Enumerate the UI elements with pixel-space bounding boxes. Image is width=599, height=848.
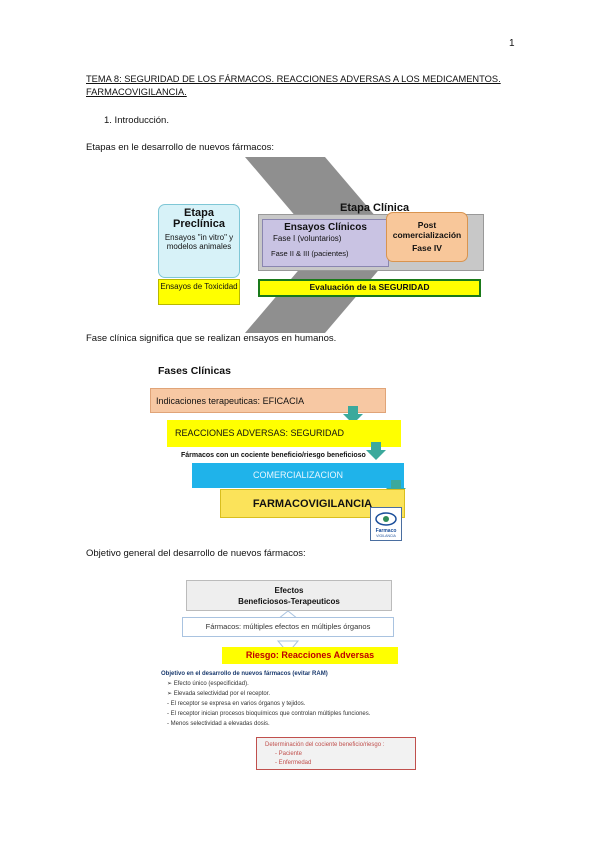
logo-text: Farmaco: [375, 528, 397, 534]
list-item: - El receptor se expresa en varios órgan…: [167, 701, 306, 707]
diagram-fases-clinicas: Fases Clínicas Indicaciones terapeuticas…: [146, 362, 416, 542]
objetivo-list: Objetivo en el desarrollo de nuevos fárm…: [161, 669, 370, 729]
list-item: - Enfermedad: [275, 760, 312, 766]
diagram-etapas: Etapa Clínica Ensayos Clínicos Fase I (v…: [150, 157, 490, 333]
paragraph-objetivo: Objetivo general del desarrollo de nuevo…: [86, 548, 306, 559]
post-comercializacion-box: Post comercialización Fase IV: [386, 212, 468, 262]
eye-icon: [375, 512, 397, 526]
etapa-preclinica-title: Etapa Preclínica: [173, 207, 225, 230]
fase-iv-label: Fase IV: [412, 243, 442, 253]
down-arrow-icon: [343, 406, 363, 424]
objetivo-heading: Objetivo en el desarrollo de nuevos fárm…: [161, 671, 328, 677]
document-title: TEMA 8: SEGURIDAD DE LOS FÁRMACOS. REACC…: [86, 74, 501, 97]
farmacos-box: Fármacos: múltiples efectos en múltiples…: [182, 617, 394, 637]
section-heading: 1. Introducción.: [104, 115, 169, 126]
logo-subtext: VIGILANCIA: [376, 534, 396, 538]
ratio-note: Fármacos con un cociente beneficio/riesg…: [181, 452, 366, 459]
determinacion-box: Determinación del cociente beneficio/rie…: [256, 737, 416, 770]
etapa-preclinica-box: Etapa Preclínica Ensayos "in vitro" y mo…: [158, 204, 240, 278]
farmacovigilancia-logo: Farmaco VIGILANCIA: [370, 507, 402, 541]
evaluacion-seguridad-box: Evaluación de la SEGURIDAD: [258, 279, 481, 297]
paragraph-etapas: Etapas en le desarrollo de nuevos fármac…: [86, 142, 274, 153]
fases-clinicas-heading: Fases Clínicas: [158, 365, 231, 377]
indicaciones-box: Indicaciones terapeuticas: EFICACIA: [150, 388, 386, 413]
list-item: ➢ Efecto único (especificidad).: [167, 681, 249, 687]
fase-i-label: Fase I (voluntarios): [273, 234, 342, 243]
list-item: - Paciente: [275, 751, 303, 757]
etapa-clinica-label: Etapa Clínica: [340, 202, 410, 214]
efectos-line1: Efectos: [274, 586, 304, 595]
reacciones-adversas-box: REACCIONES ADVERSAS: SEGURIDAD: [167, 420, 401, 447]
diagram-objetivo: Efectos Beneficiosos-Terapeuticos Fármac…: [148, 577, 428, 772]
ensayos-clinicos-box: Ensayos Clínicos Fase I (voluntarios) Fa…: [262, 219, 389, 267]
ensayos-clinicos-title: Ensayos Clínicos: [284, 222, 367, 233]
list-item: - El receptor inician procesos bioquímic…: [167, 711, 371, 717]
efectos-line2: Beneficiosos-Terapeuticos: [238, 597, 340, 606]
riesgo-box: Riesgo: Reacciones Adversas: [222, 647, 398, 664]
list-item: ➢ Elevada selectividad por el receptor.: [167, 691, 271, 697]
comercializacion-box: COMERCIALIZACION: [192, 463, 404, 488]
efectos-box: Efectos Beneficiosos-Terapeuticos: [186, 580, 392, 611]
paragraph-fase-clinica: Fase clínica significa que se realizan e…: [86, 333, 337, 344]
down-arrow-icon: [366, 442, 386, 460]
list-item: - Menos selectividad a elevadas dosis.: [167, 721, 270, 727]
fase-ii-iii-label: Fase II & III (pacientes): [271, 249, 349, 258]
determinacion-heading: Determinación del cociente beneficio/rie…: [265, 742, 385, 748]
ensayos-toxicidad-box: Ensayos de Toxicidad: [158, 279, 240, 305]
etapa-preclinica-body: Ensayos "in vitro" y modelos animales: [164, 233, 234, 251]
page-number: 1: [509, 38, 515, 49]
post-comercializacion-label: Post comercialización: [392, 220, 462, 240]
